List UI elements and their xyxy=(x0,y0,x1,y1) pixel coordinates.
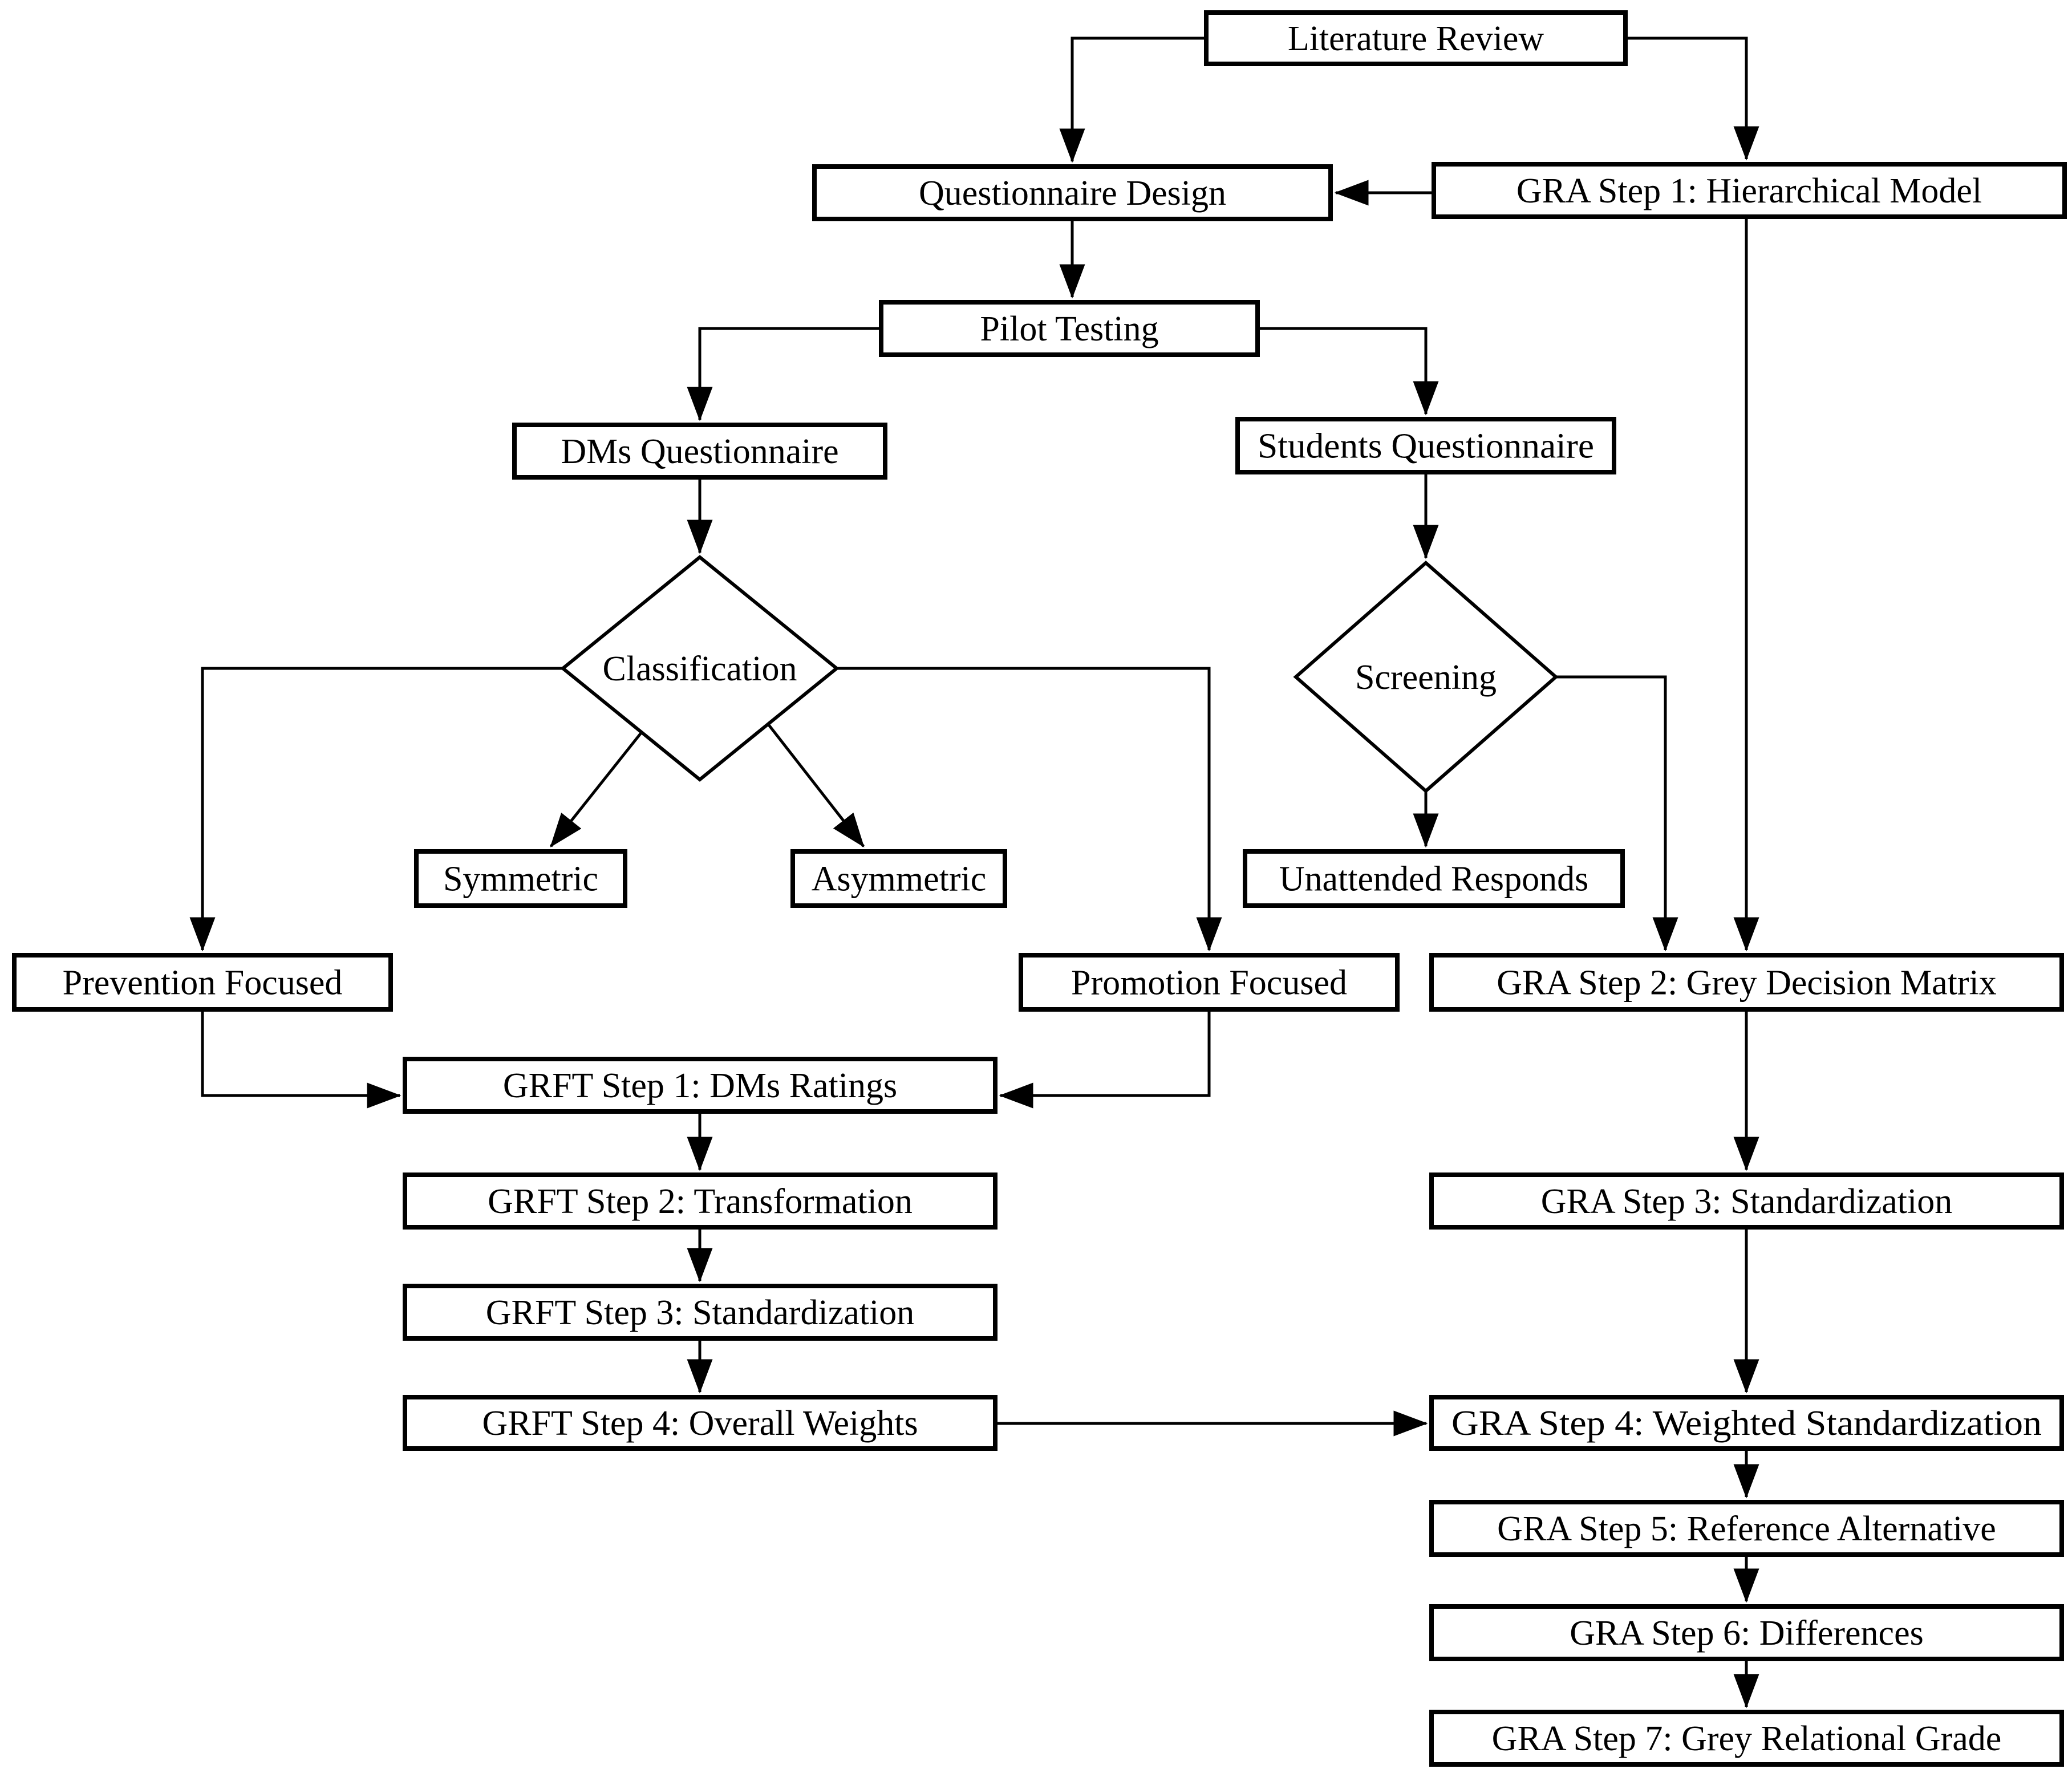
node-label-symmetric: Symmetric xyxy=(443,860,598,899)
node-prevention-focused: Prevention Focused xyxy=(12,953,393,1012)
edge-classification-to-symmetric xyxy=(550,731,643,847)
node-label-questionnaire-design: Questionnaire Design xyxy=(919,174,1226,213)
grft-step-4-box xyxy=(403,1395,998,1451)
node-gra-step-7: GRA Step 7: Grey Relational Grade xyxy=(1429,1710,2064,1767)
gra-step-7-box xyxy=(1429,1710,2064,1767)
node-gra-step-1: GRA Step 1: Hierarchical Model xyxy=(1432,162,2067,219)
screening-diamond xyxy=(1293,561,1559,793)
edge-classification-to-asymmetric xyxy=(767,723,865,847)
node-label-screening: Screening xyxy=(1355,658,1497,697)
edge-classification-to-promotion-focused xyxy=(837,667,1222,952)
grft-step-1-box xyxy=(403,1057,998,1114)
classification-diamond xyxy=(560,555,840,782)
node-pilot-testing: Pilot Testing xyxy=(879,300,1260,357)
node-label-literature-review: Literature Review xyxy=(1288,19,1544,58)
symmetric-box xyxy=(414,849,627,908)
gra-step-3-box xyxy=(1429,1173,2064,1230)
edge-screening-to-gra-step-2 xyxy=(1556,675,1678,952)
pilot-testing-box xyxy=(879,300,1260,357)
node-label-gra-step-6: GRA Step 6: Differences xyxy=(1570,1614,1923,1653)
node-students-questionnaire: Students Questionnaire xyxy=(1235,417,1616,474)
node-label-students-questionnaire: Students Questionnaire xyxy=(1258,427,1594,466)
node-label-gra-step-2: GRA Step 2: Grey Decision Matrix xyxy=(1497,964,1997,1003)
node-gra-step-4: GRA Step 4: Weighted Standardization xyxy=(1429,1395,2064,1451)
edge-pilot-testing-to-dms-questionnaire xyxy=(687,327,881,421)
node-label-grft-step-1: GRFT Step 1: DMs Ratings xyxy=(503,1066,897,1105)
edge-literature-review-to-questionnaire-design xyxy=(1059,36,1206,163)
students-questionnaire-box xyxy=(1235,417,1616,474)
node-grft-step-2: GRFT Step 2: Transformation xyxy=(403,1173,998,1230)
node-label-gra-step-3: GRA Step 3: Standardization xyxy=(1541,1182,1953,1221)
node-gra-step-2: GRA Step 2: Grey Decision Matrix xyxy=(1429,953,2064,1012)
node-label-gra-step-7: GRA Step 7: Grey Relational Grade xyxy=(1492,1719,2002,1758)
node-gra-step-5: GRA Step 5: Reference Alternative xyxy=(1429,1500,2064,1557)
gra-step-4-box xyxy=(1429,1395,2064,1451)
gra-step-1-box xyxy=(1432,162,2067,219)
promotion-focused-box xyxy=(1019,953,1400,1012)
node-symmetric: Symmetric xyxy=(414,849,627,908)
dms-questionnaire-box xyxy=(512,423,887,480)
grft-step-3-box xyxy=(403,1284,998,1341)
node-label-gra-step-1: GRA Step 1: Hierarchical Model xyxy=(1517,172,1982,210)
node-label-gra-step-4: GRA Step 4: Weighted Standardization xyxy=(1451,1404,2042,1443)
edge-pilot-testing-to-students-questionnaire xyxy=(1258,327,1439,416)
node-gra-step-3: GRA Step 3: Standardization xyxy=(1429,1173,2064,1230)
node-questionnaire-design: Questionnaire Design xyxy=(812,164,1333,221)
node-label-pilot-testing: Pilot Testing xyxy=(980,310,1158,348)
gra-step-2-box xyxy=(1429,953,2064,1012)
node-label-unattended-responds: Unattended Responds xyxy=(1279,860,1588,899)
gra-step-6-box xyxy=(1429,1604,2064,1661)
node-gra-step-6: GRA Step 6: Differences xyxy=(1429,1604,2064,1661)
node-label-dms-questionnaire: DMs Questionnaire xyxy=(561,432,838,471)
edge-classification-to-prevention-focused xyxy=(189,667,563,952)
node-classification: Classification xyxy=(560,555,840,782)
node-grft-step-1: GRFT Step 1: DMs Ratings xyxy=(403,1057,998,1114)
gra-step-5-box xyxy=(1429,1500,2064,1557)
edge-promotion-focused-to-grft-step-1 xyxy=(999,1009,1211,1109)
node-label-asymmetric: Asymmetric xyxy=(812,860,987,899)
node-literature-review: Literature Review xyxy=(1204,10,1628,66)
literature-review-box xyxy=(1204,10,1628,66)
node-label-classification: Classification xyxy=(603,650,797,688)
node-label-prevention-focused: Prevention Focused xyxy=(63,964,343,1003)
node-label-promotion-focused: Promotion Focused xyxy=(1071,964,1347,1003)
asymmetric-box xyxy=(790,849,1007,908)
edges-layer xyxy=(189,36,1759,1709)
prevention-focused-box xyxy=(12,953,393,1012)
node-asymmetric: Asymmetric xyxy=(790,849,1007,908)
grft-step-2-box xyxy=(403,1173,998,1230)
node-label-gra-step-5: GRA Step 5: Reference Alternative xyxy=(1497,1510,1996,1548)
edge-prevention-focused-to-grft-step-1 xyxy=(201,1009,402,1109)
node-dms-questionnaire: DMs Questionnaire xyxy=(512,423,887,480)
node-grft-step-3: GRFT Step 3: Standardization xyxy=(403,1284,998,1341)
unattended-responds-box xyxy=(1243,849,1625,908)
node-unattended-responds: Unattended Responds xyxy=(1243,849,1625,908)
node-promotion-focused: Promotion Focused xyxy=(1019,953,1400,1012)
node-grft-step-4: GRFT Step 4: Overall Weights xyxy=(403,1395,998,1451)
node-label-grft-step-3: GRFT Step 3: Standardization xyxy=(486,1293,914,1332)
questionnaire-design-box xyxy=(812,164,1333,221)
node-screening: Screening xyxy=(1293,561,1559,793)
node-label-grft-step-4: GRFT Step 4: Overall Weights xyxy=(482,1404,918,1443)
edge-literature-review-to-gra-step-1 xyxy=(1625,36,1759,161)
node-label-grft-step-2: GRFT Step 2: Transformation xyxy=(488,1182,913,1221)
